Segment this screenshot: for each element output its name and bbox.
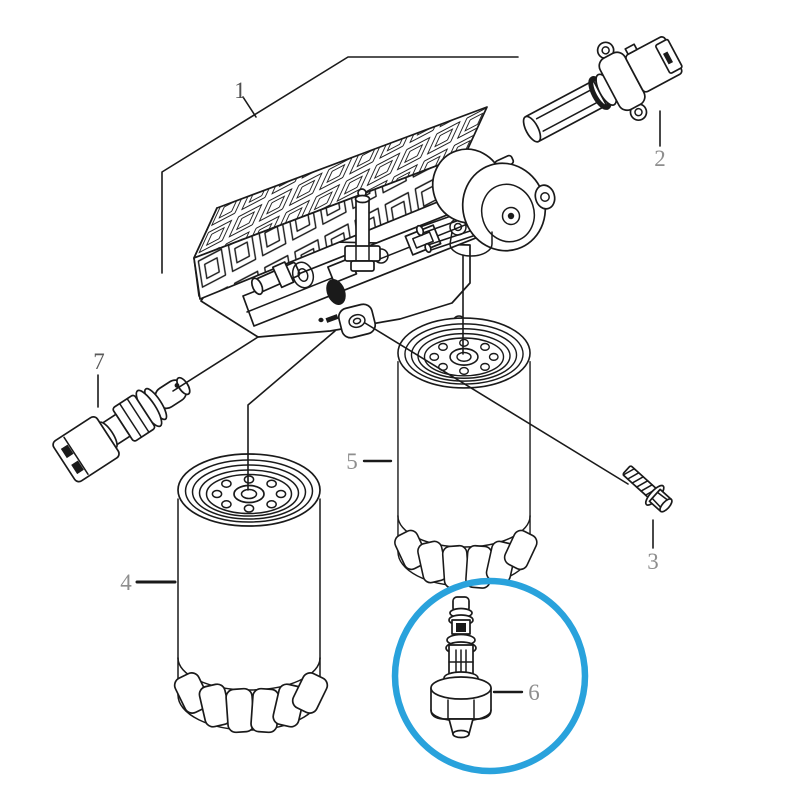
part-3-bolt	[622, 465, 673, 513]
part-6-drain-sensor	[430, 596, 492, 739]
part-4-leader	[247, 330, 336, 491]
part-4-fuel-filter	[171, 453, 331, 734]
callout-label-7: 7	[93, 349, 105, 374]
highlight-circle	[391, 577, 589, 775]
part-5-fuel-filter	[391, 317, 541, 590]
vertical-pipe-fitting	[344, 188, 381, 272]
sensor-connector	[52, 416, 120, 483]
part-3-leader	[364, 322, 629, 485]
part-7-leader	[172, 336, 259, 392]
actuator-ear	[534, 184, 556, 210]
part-7-temperature-sensor	[52, 376, 191, 483]
callout-labels: 1 2 3 4 5 6 7	[93, 78, 666, 705]
callout-label-1: 1	[234, 78, 246, 103]
callout-label-2: 2	[654, 146, 666, 171]
callout-label-6: 6	[528, 680, 540, 705]
part-2-sensor	[522, 36, 683, 143]
leader-lines	[97, 56, 661, 694]
callout-1-leader	[242, 96, 257, 118]
mounting-bracket	[291, 261, 466, 339]
inlet-port-stub	[250, 261, 301, 296]
actuator-canister	[431, 148, 556, 257]
callout-label-4: 4	[120, 570, 132, 595]
callout-label-3: 3	[647, 549, 659, 574]
part-1-filter-head-assembly	[193, 106, 556, 339]
callout-label-5: 5	[346, 449, 358, 474]
